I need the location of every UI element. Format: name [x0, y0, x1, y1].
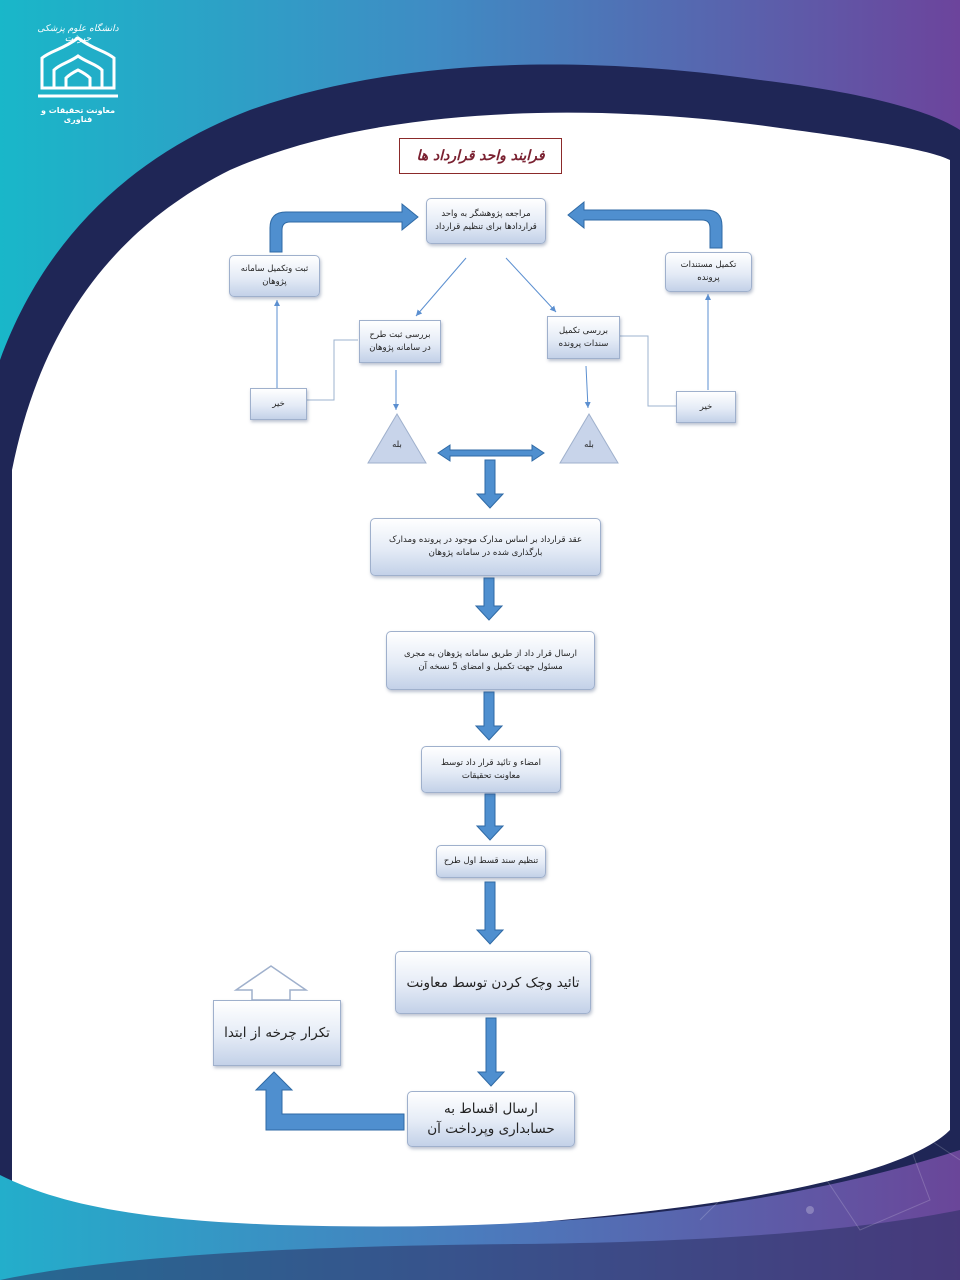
repeat-up-arrow	[233, 965, 309, 1001]
connector-start-right	[505, 257, 557, 313]
connector-to-no-left	[307, 339, 358, 401]
down-arrow-5	[475, 881, 505, 945]
yes-left-triangle	[367, 413, 427, 464]
pay-node: ارسال اقساط به حسابداری وپرداخت آن	[407, 1091, 575, 1147]
check-docs-node: بررسی تکمیل سندات پرونده	[547, 316, 620, 359]
connector-to-no-right	[620, 335, 676, 407]
feedback-arrow-left	[269, 202, 419, 253]
double-arrow	[437, 444, 545, 462]
down-arrow-6	[476, 1017, 506, 1087]
down-arrow-2	[474, 577, 504, 621]
down-arrow-1	[475, 459, 505, 509]
no-left-node: خیر	[250, 388, 307, 420]
logo-subtitle: معاونت تحقیقات و فناوری	[40, 106, 116, 124]
start-node: مراجعه پژوهشگر به واحد قراردادها برای تن…	[426, 198, 546, 244]
send-node: ارسال قرار داد از طریق سامانه پژوهان به …	[386, 631, 595, 690]
elbow-arrow-repeat	[254, 1071, 405, 1131]
down-arrow-3	[474, 691, 504, 741]
logo-script-text: دانشگاه علوم پزشکی جیرفت	[37, 24, 119, 44]
feedback-arrow-right	[567, 200, 723, 249]
connector-start-left	[415, 257, 467, 317]
register-node: ثبت وتکمیل سامانه پژوهان	[229, 255, 320, 297]
sign-node: امضاء و تائید قرار داد توسط معاونت تحقیق…	[421, 746, 561, 793]
yes-right-triangle	[559, 413, 619, 464]
complete-docs-node: تکمیل مستندات پرونده	[665, 252, 752, 292]
connector-to-yes-right	[584, 365, 591, 409]
no-right-node: خیر	[676, 391, 736, 423]
page-title: فرایند واحد قرارداد ها	[399, 138, 562, 174]
contract-node: عقد قرارداد بر اساس مدارک موجود در پروند…	[370, 518, 601, 576]
approve-node: تائید وچک کردن توسط معاونت	[395, 951, 591, 1014]
repeat-node: تکرار چرخه از ابتدا	[213, 1000, 341, 1066]
first-installment-node: تنظیم سند قسط اول طرح	[436, 845, 546, 878]
yes-right-label: بله	[584, 440, 594, 450]
check-register-node: بررسی ثبت طرح در سامانه پژوهان	[359, 320, 441, 363]
logo-icon	[38, 36, 118, 98]
down-arrow-4	[475, 793, 505, 841]
yes-left-label: بله	[392, 440, 402, 450]
